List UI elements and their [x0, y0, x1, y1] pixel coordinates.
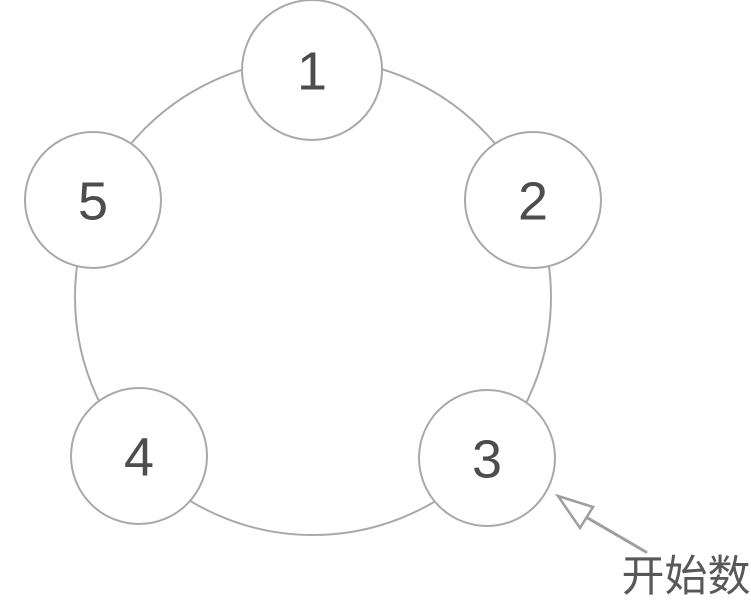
node-5: 5: [24, 131, 162, 269]
node-label: 3: [472, 430, 502, 490]
annotation-arrow-head-icon: [554, 493, 595, 531]
node-label: 1: [297, 42, 327, 102]
node-circle: [241, 0, 383, 141]
node-label: 4: [124, 428, 154, 488]
annotation-label: 开始数: [622, 553, 751, 601]
nodes-layer: 1 2 3 4 5: [24, 0, 602, 527]
node-circle: [418, 389, 556, 527]
node-1: 1: [241, 0, 383, 141]
node-3: 3: [418, 389, 556, 527]
node-2: 2: [464, 131, 602, 269]
node-label: 2: [518, 172, 548, 232]
node-4: 4: [70, 387, 208, 525]
node-circle: [24, 131, 162, 269]
node-circle: [70, 387, 208, 525]
annotation-arrow-line: [584, 515, 648, 554]
node-circle: [464, 131, 602, 269]
node-label: 5: [78, 172, 108, 232]
